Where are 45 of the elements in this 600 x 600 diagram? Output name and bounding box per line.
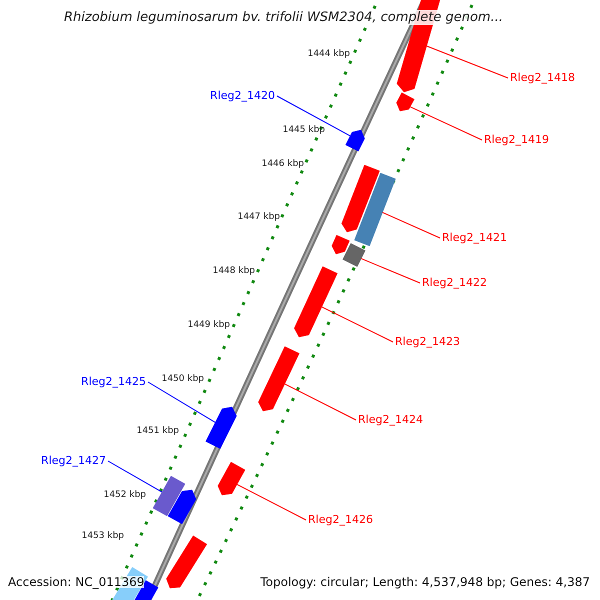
topology-text: Topology: circular; Length: 4,537,948 bp; Genes: 4,387 [260, 576, 590, 588]
leader-line [410, 106, 482, 140]
gene-shape [341, 164, 380, 232]
leader-line [236, 484, 306, 520]
gene-shape [396, 92, 414, 112]
scale-label: 1450 kbp [162, 375, 204, 384]
leader-line [382, 212, 440, 238]
leader-line [284, 383, 356, 420]
scale-label: 1451 kbp [136, 427, 179, 436]
accession-text: Accession: NC_011369 [8, 576, 144, 588]
scale-label: 1446 kbp [262, 160, 304, 169]
gene-label: Rleg2_1421 [442, 232, 507, 243]
gene-shape [168, 490, 196, 524]
gene-shape [258, 346, 300, 412]
gene-label: Rleg2_1427 [41, 455, 106, 466]
leader-line [276, 96, 351, 136]
gene-label: Rleg2_1419 [484, 134, 549, 145]
gene-shape [345, 130, 365, 152]
gene-shape [294, 266, 338, 338]
scale-label: 1448 kbp [212, 267, 255, 276]
gene-label: Rleg2_1425 [81, 376, 146, 387]
gene-shape [152, 476, 186, 516]
gene-label: Rleg2_1420 [210, 90, 275, 101]
gene-shape [342, 243, 366, 267]
scale-label: 1444 kbp [308, 50, 350, 59]
scale-label: 1447 kbp [238, 213, 280, 222]
gene-label: Rleg2_1418 [510, 72, 575, 83]
gene-shape [332, 234, 350, 254]
gene-shape [166, 536, 208, 588]
leader-line [148, 382, 216, 423]
scale-label: 1453 kbp [82, 532, 124, 541]
scale-label: 1449 kbp [188, 321, 230, 330]
gene-label: Rleg2_1422 [422, 277, 487, 288]
gene-label: Rleg2_1426 [308, 514, 373, 525]
gene-shape [206, 406, 237, 449]
gene-label: Rleg2_1424 [358, 414, 423, 425]
gene-shape [354, 172, 396, 246]
leader-line [360, 258, 420, 284]
leader-line [321, 306, 394, 342]
scale-label: 1445 kbp [282, 126, 325, 135]
leader-line [108, 460, 162, 493]
gene-label: Rleg2_1423 [395, 336, 460, 347]
scale-label: 1452 kbp [104, 491, 146, 500]
gene-shape [218, 462, 246, 496]
leader-line [426, 46, 508, 78]
